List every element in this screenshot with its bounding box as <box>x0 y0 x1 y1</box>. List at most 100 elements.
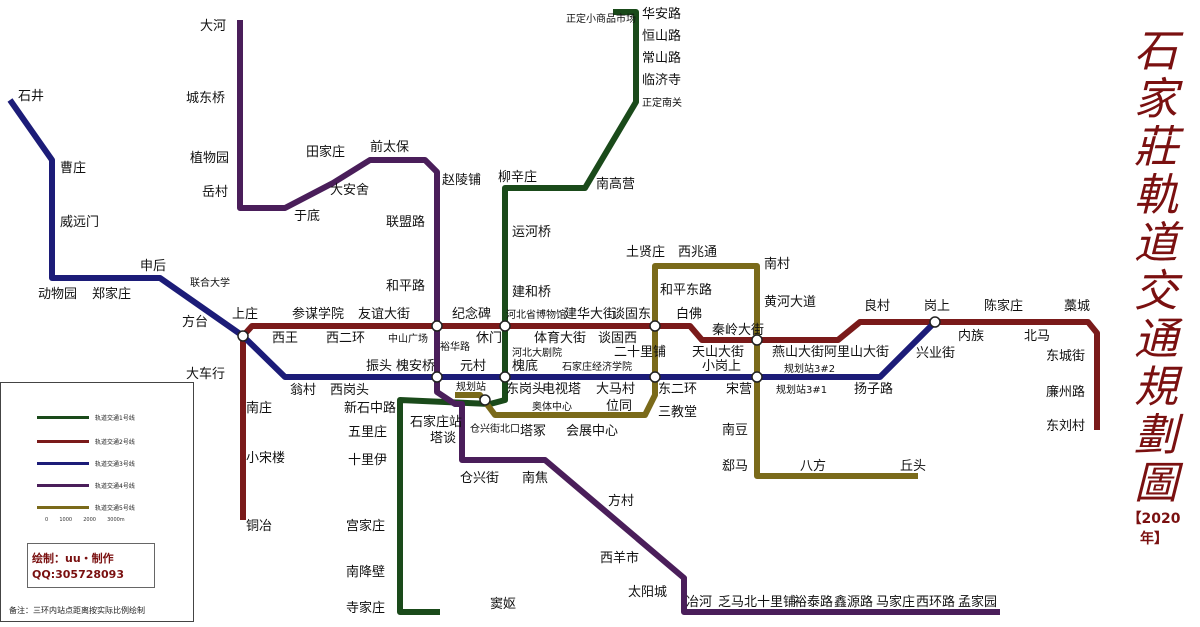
station-label[interactable]: 仓兴街北口 <box>470 422 520 435</box>
station-label[interactable]: 南庄 <box>246 400 272 416</box>
station-label[interactable]: 丘头 <box>900 459 926 474</box>
station-label[interactable]: 恒山路 <box>642 28 681 44</box>
station-label[interactable]: 位同 <box>606 399 632 414</box>
station-label[interactable]: 冶河 <box>686 595 712 610</box>
station-label[interactable]: 曹庄 <box>60 160 86 176</box>
station-label[interactable]: 植物园 <box>190 151 229 166</box>
station-label[interactable]: 铜冶 <box>246 519 272 534</box>
station-label[interactable]: 北马 <box>1024 329 1050 344</box>
station-label[interactable]: 大河 <box>200 19 226 34</box>
station-label[interactable]: 二十里铺 <box>614 345 666 360</box>
interchange-marker[interactable] <box>237 330 249 342</box>
station-label[interactable]: 三教堂 <box>658 404 697 420</box>
interchange-marker[interactable] <box>751 334 763 346</box>
station-label[interactable]: 振头 <box>366 359 392 374</box>
station-label[interactable]: 太阳城 <box>628 585 667 600</box>
interchange-marker[interactable] <box>499 320 511 332</box>
station-label[interactable]: 岳村 <box>202 185 228 200</box>
station-label[interactable]: 南豆 <box>722 422 748 438</box>
station-label[interactable]: 东岗头 <box>506 382 545 397</box>
station-label[interactable]: 南高营 <box>596 176 635 192</box>
station-label[interactable]: 城东桥 <box>186 91 225 106</box>
station-label[interactable]: 寺家庄 <box>346 600 385 616</box>
station-label[interactable]: 和平东路 <box>660 282 712 298</box>
station-label[interactable]: 裕泰路 <box>794 594 833 610</box>
station-label[interactable]: 内族 <box>958 328 984 344</box>
station-label[interactable]: 小宋楼 <box>246 451 285 466</box>
interchange-marker[interactable] <box>431 371 443 383</box>
interchange-marker[interactable] <box>649 320 661 332</box>
station-label[interactable]: 元村 <box>460 359 486 374</box>
station-label[interactable]: 黄河大道 <box>764 295 816 310</box>
station-label[interactable]: 东城街 <box>1046 349 1085 364</box>
interchange-marker[interactable] <box>929 316 941 328</box>
station-label[interactable]: 谈固西 <box>598 331 637 346</box>
station-label[interactable]: 西岗头 <box>330 383 369 398</box>
station-label[interactable]: 槐安桥 <box>396 358 435 374</box>
station-label[interactable]: 规划站3#2 <box>784 362 835 375</box>
station-label[interactable]: 郄马 <box>722 459 748 474</box>
station-label[interactable]: 河北省博物馆 <box>506 308 566 321</box>
station-label[interactable]: 石家庄站 <box>410 414 462 430</box>
station-label[interactable]: 会展中心 <box>566 424 618 439</box>
interchange-marker[interactable] <box>479 394 491 406</box>
station-label[interactable]: 南焦 <box>522 470 548 486</box>
station-label[interactable]: 良村 <box>864 298 890 314</box>
station-label[interactable]: 规划站 <box>456 380 486 393</box>
station-label[interactable]: 申后 <box>140 259 166 274</box>
station-label[interactable]: 西羊市 <box>600 550 639 566</box>
station-label[interactable]: 陈家庄 <box>984 298 1023 314</box>
station-label[interactable]: 马家庄 <box>876 594 915 610</box>
station-label[interactable]: 窦妪 <box>490 597 516 612</box>
station-label[interactable]: 规划站3#1 <box>776 383 827 396</box>
station-label[interactable]: 乏马 <box>718 595 744 610</box>
station-label[interactable]: 郑家庄 <box>92 286 131 302</box>
station-label[interactable]: 南村 <box>764 256 790 272</box>
station-label[interactable]: 前太保 <box>370 139 409 155</box>
interchange-marker[interactable] <box>499 371 511 383</box>
station-label[interactable]: 正定小商品市场 <box>566 12 636 25</box>
station-label[interactable]: 田家庄 <box>306 144 345 160</box>
station-label[interactable]: 石家庄经济学院 <box>562 360 632 373</box>
station-label[interactable]: 岗上 <box>924 299 950 314</box>
station-label[interactable]: 西王 <box>272 331 298 346</box>
station-label[interactable]: 孟家园 <box>958 594 997 610</box>
station-label[interactable]: 赵陵铺 <box>442 173 481 188</box>
station-label[interactable]: 北十里铺 <box>744 595 796 610</box>
interchange-marker[interactable] <box>751 371 763 383</box>
station-label[interactable]: 塔冢 <box>520 424 546 439</box>
station-label[interactable]: 奥体中心 <box>532 400 572 413</box>
station-label[interactable]: 土贤庄 <box>626 244 665 260</box>
interchange-marker[interactable] <box>431 320 443 332</box>
station-label[interactable]: 槐底 <box>512 358 538 374</box>
station-label[interactable]: 藁城 <box>1064 299 1090 314</box>
station-label[interactable]: 体育大街 <box>534 330 586 346</box>
station-label[interactable]: 和平路 <box>386 278 425 294</box>
station-label[interactable]: 南降壁 <box>346 564 385 580</box>
interchange-marker[interactable] <box>649 371 661 383</box>
station-label[interactable]: 上庄 <box>232 306 258 322</box>
station-label[interactable]: 威远门 <box>60 215 99 230</box>
station-label[interactable]: 参谋学院 <box>292 306 344 322</box>
station-label[interactable]: 电视塔 <box>542 382 581 397</box>
station-label[interactable]: 于底 <box>294 208 320 224</box>
station-label[interactable]: 联盟路 <box>386 214 425 230</box>
station-label[interactable]: 扬子路 <box>854 381 893 397</box>
station-label[interactable]: 燕山大街 <box>772 345 824 360</box>
station-label[interactable]: 中山广场 <box>388 332 428 345</box>
station-label[interactable]: 方台 <box>182 314 208 330</box>
station-label[interactable]: 宋营 <box>726 382 752 397</box>
station-label[interactable]: 友谊大街 <box>358 306 410 322</box>
station-label[interactable]: 鑫源路 <box>834 594 873 610</box>
station-label[interactable]: 谈固东 <box>612 307 651 322</box>
station-label[interactable]: 新石中路 <box>344 400 396 416</box>
station-label[interactable]: 正定南关 <box>642 96 682 109</box>
station-label[interactable]: 华安路 <box>642 6 681 22</box>
station-label[interactable]: 石井 <box>18 89 44 104</box>
station-label[interactable]: 八方 <box>800 458 826 474</box>
station-label[interactable]: 西二环 <box>326 331 365 346</box>
station-label[interactable]: 西兆通 <box>678 245 717 260</box>
station-label[interactable]: 常山路 <box>642 50 681 66</box>
station-label[interactable]: 白佛 <box>676 306 702 322</box>
station-label[interactable]: 纪念碑 <box>452 306 491 322</box>
